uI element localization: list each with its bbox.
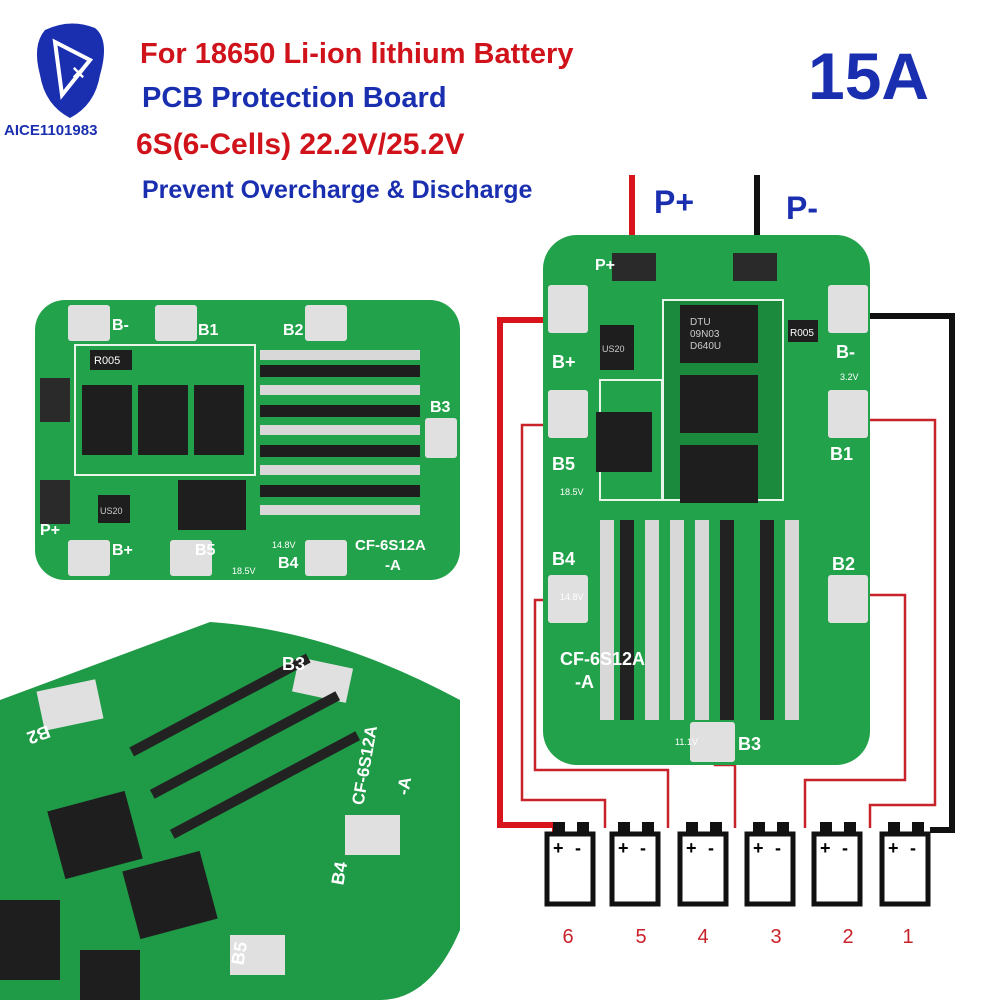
pad-label-b-minus: B- [836, 342, 855, 362]
battery-cell: +- 4 [677, 822, 729, 948]
pad-label-b1: B1 [198, 322, 219, 339]
cell-minus-sign: - [708, 838, 714, 858]
cell-terminal [888, 822, 900, 832]
cell-plus-sign: + [820, 838, 831, 858]
pad-label-b4: B4 [327, 860, 351, 886]
headline-feature: Prevent Overcharge & Discharge [142, 176, 533, 204]
cell-terminal [777, 822, 789, 832]
balance-wires [520, 418, 937, 828]
voltage-label: 11.1V [675, 737, 698, 747]
cell-minus-sign: - [640, 838, 646, 858]
pad-label-b4: B4 [278, 555, 299, 572]
cell-plus-sign: + [618, 838, 629, 858]
pcb-board-main: B+ B- B1 B2 B3 B4 B5 P+ CF-6S12A -A R005… [543, 235, 870, 765]
cell-number: 1 [902, 926, 913, 948]
cell-minus-sign: - [775, 838, 781, 858]
pad-label-b1: B1 [830, 444, 853, 464]
p-minus-label: P- [786, 190, 818, 226]
voltage-label: 14.8V [272, 540, 296, 550]
pad-label-b-plus: B+ [112, 542, 133, 559]
current-rating: 15A [808, 39, 930, 113]
voltage-label: 18.5V [560, 487, 584, 497]
cell-number: 6 [562, 926, 573, 948]
p-plus-label: P+ [654, 184, 695, 220]
cell-terminal [618, 822, 630, 832]
cell-terminal [844, 822, 856, 832]
cell-terminal [710, 822, 722, 832]
pad-label-b4: B4 [552, 549, 575, 569]
svg-text:×: × [72, 60, 85, 85]
pad-label-b5: B5 [195, 542, 216, 559]
cell-plus-sign: + [553, 838, 564, 858]
cell-terminal [686, 822, 698, 832]
pad-label-p-plus: P+ [40, 522, 60, 539]
pad-label-p-plus: P+ [595, 257, 615, 274]
cell-number: 3 [770, 926, 781, 948]
cell-number: 2 [842, 926, 853, 948]
cell-plus-sign: + [888, 838, 899, 858]
cell-terminal [577, 822, 589, 832]
pad-label-b5: B5 [227, 940, 251, 966]
mosfet-label-1: DTU [690, 317, 711, 328]
battery-cell: +- 5 [609, 822, 661, 948]
headline-battery-type: For 18650 Li-ion lithium Battery [140, 38, 574, 70]
cell-terminal [642, 822, 654, 832]
mosfet-label-3: D640U [690, 341, 721, 352]
battery-cell: +- 3 [744, 822, 796, 948]
mosfet-label-2: 09N03 [690, 329, 720, 340]
battery-cell: +- 6 [544, 822, 596, 948]
pad-label-b-plus: B+ [552, 352, 576, 372]
cell-number: 4 [697, 926, 708, 948]
pad-label-b3: B3 [430, 399, 451, 416]
cell-terminal [912, 822, 924, 832]
battery-cells: +-6+-5+-4+-3+-2+-1 [544, 822, 931, 948]
voltage-label: 14.8V [560, 592, 584, 602]
cell-body [744, 831, 796, 907]
cell-terminal [820, 822, 832, 832]
headline-product: PCB Protection Board [142, 82, 447, 114]
voltage-label: 18.5V [232, 566, 256, 576]
cell-plus-sign: + [686, 838, 697, 858]
pad-label-b-minus: B- [112, 317, 129, 334]
cell-body [677, 831, 729, 907]
voltage-label: 3.2V [840, 372, 859, 382]
cell-body [544, 831, 596, 907]
battery-cell: +- 1 [879, 822, 931, 948]
pcb-board-top-view: B- B1 B2 B3 B5 B4 B+ P+ CF-6S12A -A R005… [35, 300, 460, 580]
brand-logo: × [36, 23, 105, 118]
pad-label-b5: B5 [552, 454, 575, 474]
ic-label: US20 [602, 344, 625, 354]
cell-number: 5 [635, 926, 646, 948]
pad-label-b2: B2 [283, 322, 304, 339]
resistor-label: R005 [94, 355, 120, 367]
cell-minus-sign: - [910, 838, 916, 858]
brand-name: AICE1101983 [4, 122, 98, 139]
pad-label-b3: B3 [282, 654, 305, 674]
b-minus-wire [868, 313, 955, 833]
cell-body [811, 831, 863, 907]
board-model-label: CF-6S12A [560, 649, 645, 669]
pad-label-b2: B2 [832, 554, 855, 574]
pad-label-b3: B3 [738, 734, 761, 754]
battery-cell: +- 2 [811, 822, 863, 948]
cell-minus-sign: - [842, 838, 848, 858]
cell-body [609, 831, 661, 907]
board-model-label: CF-6S12A [355, 537, 426, 554]
cell-body [879, 831, 931, 907]
ic-label: US20 [100, 506, 123, 516]
cell-terminal [753, 822, 765, 832]
cell-minus-sign: - [575, 838, 581, 858]
board-model-suffix: -A [393, 775, 415, 796]
board-model-suffix: -A [385, 557, 401, 574]
headline-voltage: 6S(6-Cells) 22.2V/25.2V [136, 128, 465, 161]
pcb-board-angled-view: B3 B2 B4 B5 CF-6S12A -A [0, 622, 460, 1000]
cell-terminal [553, 822, 565, 832]
resistor-label: R005 [790, 328, 814, 339]
board-model-suffix: -A [575, 672, 594, 692]
cell-plus-sign: + [753, 838, 764, 858]
